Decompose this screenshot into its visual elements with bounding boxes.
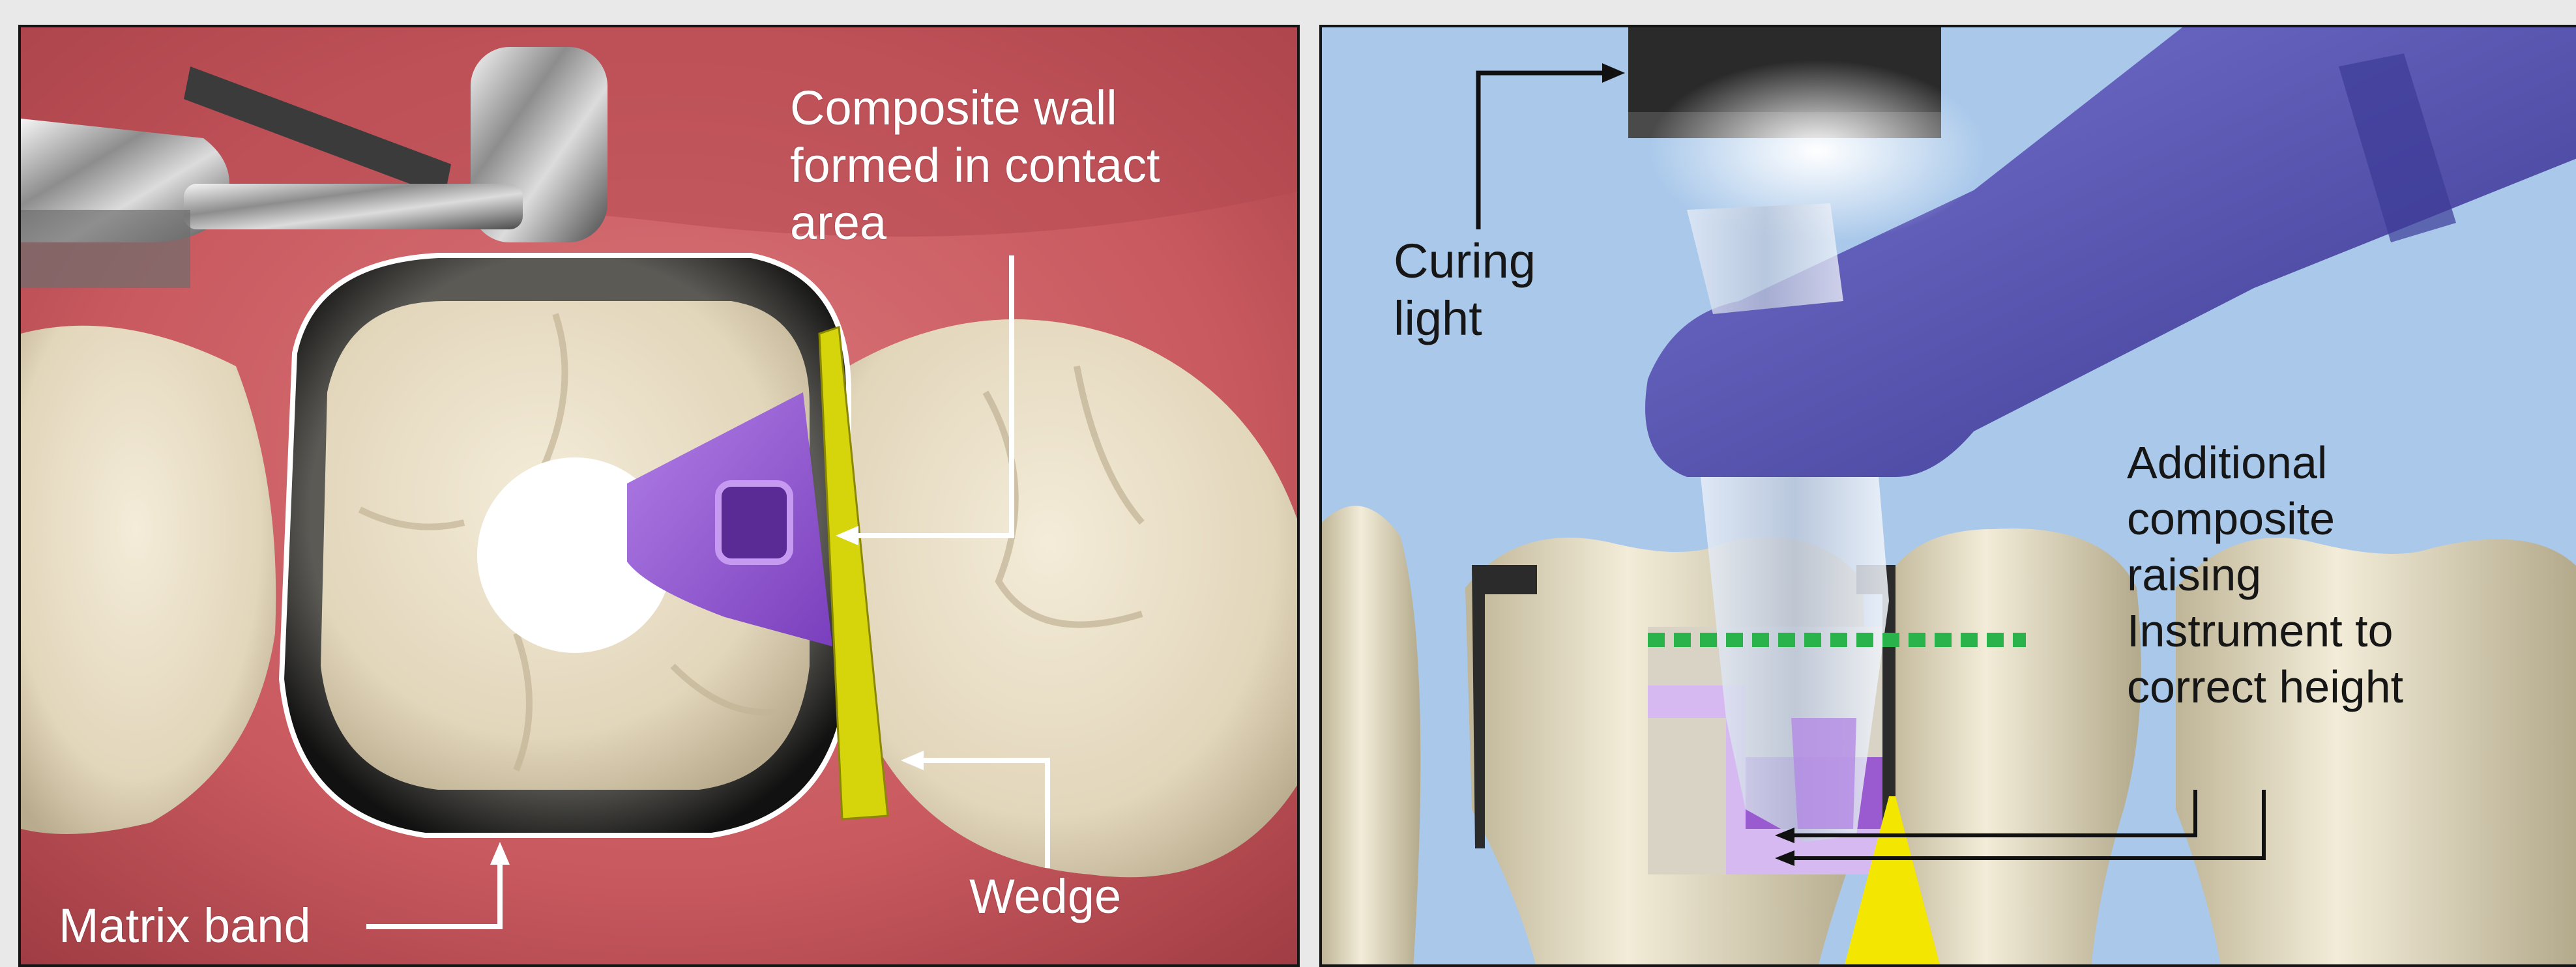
right-panel-side-view: Curing light Additional composite raisin… xyxy=(1319,25,2576,967)
curing-guide-upper xyxy=(1687,203,1843,314)
curing-light-label: Curing light xyxy=(1394,233,1536,347)
additional-composite-label: Additional composite raising Instrument … xyxy=(2127,435,2403,715)
retainer-clamp-bottom xyxy=(21,210,190,288)
retainer-shaft xyxy=(184,184,523,229)
wedge-label: Wedge xyxy=(969,868,1121,925)
curing-tip-purple xyxy=(1791,718,1856,829)
composite-wall-inner xyxy=(718,484,790,562)
left-tooth xyxy=(1322,506,1420,967)
left-panel-occlusal-view: Composite wall formed in contact area Ma… xyxy=(18,25,1300,967)
composite-wall-label: Composite wall formed in contact area xyxy=(790,79,1160,252)
matrix-band-label: Matrix band xyxy=(59,897,311,955)
